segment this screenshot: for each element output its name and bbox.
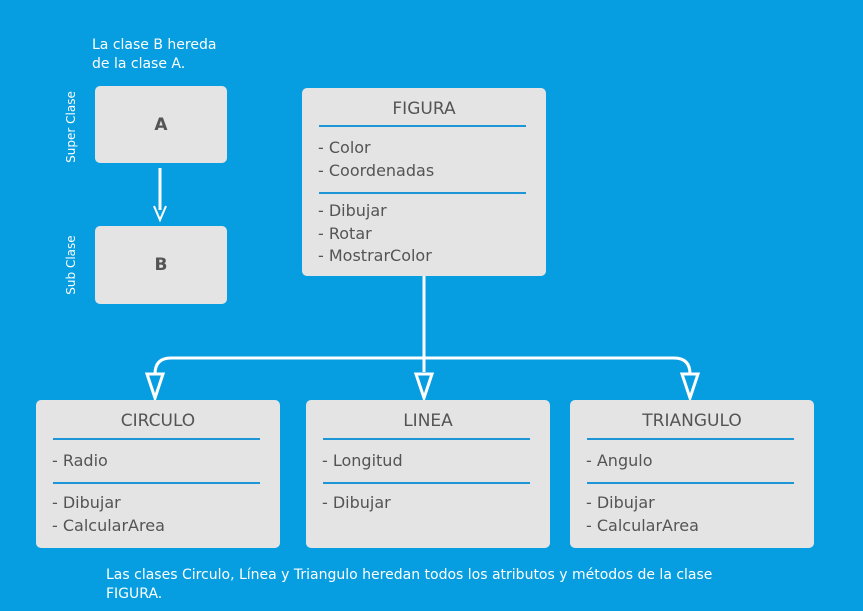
separator xyxy=(53,438,260,440)
sub-class-label: Sub Clase xyxy=(64,235,78,295)
method-item: - CalcularArea xyxy=(52,515,165,535)
class-triangulo-methods: - Dibujar - CalcularArea xyxy=(586,492,699,537)
note-line: de la clase A. xyxy=(92,56,186,72)
separator xyxy=(319,125,526,127)
inherit-arrowhead-triangulo xyxy=(679,372,701,403)
class-linea-attributes: - Longitud xyxy=(322,450,403,473)
figura-connector-branch xyxy=(153,356,692,375)
class-a-name: A xyxy=(154,114,168,135)
class-triangulo-attributes: - Angulo xyxy=(586,450,652,473)
caption-line: FIGURA. xyxy=(106,586,163,602)
method-item: - CalcularArea xyxy=(586,515,699,535)
separator xyxy=(53,482,260,484)
super-class-label: Super Clase xyxy=(64,91,78,163)
attribute-item: - Color xyxy=(318,138,371,157)
class-circulo-name: CIRCULO xyxy=(120,411,196,431)
class-circulo-methods: - Dibujar - CalcularArea xyxy=(52,492,165,537)
class-figura-methods: - Dibujar - Rotar - MostrarColor xyxy=(318,200,432,268)
method-item: - Dibujar xyxy=(586,493,655,512)
inherit-arrowhead-circulo xyxy=(144,372,166,403)
note-line: La clase B hereda xyxy=(92,37,217,53)
class-a-box: A xyxy=(95,86,227,163)
inherit-arrowhead-linea xyxy=(413,372,435,403)
attribute-item: - Angulo xyxy=(586,451,653,470)
separator xyxy=(323,482,530,484)
caption-line: Las clases Circulo, Línea y Triangulo he… xyxy=(106,567,713,583)
attribute-item: - Radio xyxy=(52,451,108,470)
class-figura-name: FIGURA xyxy=(392,99,456,119)
attribute-item: - Coordenadas xyxy=(318,160,435,180)
class-linea-name: LINEA xyxy=(403,411,453,431)
class-linea-methods: - Dibujar xyxy=(322,492,391,515)
class-triangulo-name: TRIANGULO xyxy=(642,411,742,431)
separator xyxy=(587,438,794,440)
inheritance-note: La clase B hereda de la clase A. xyxy=(92,36,216,74)
class-circulo-attributes: - Radio xyxy=(52,450,108,473)
class-b-box: B xyxy=(95,226,227,304)
class-triangulo-box: TRIANGULO - Angulo - Dibujar - CalcularA… xyxy=(570,400,814,548)
class-circulo-box: CIRCULO - Radio - Dibujar - CalcularArea xyxy=(36,400,280,548)
attribute-item: - Longitud xyxy=(322,451,403,470)
diagram-caption: Las clases Circulo, Línea y Triangulo he… xyxy=(106,566,712,604)
separator xyxy=(323,438,530,440)
class-b-name: B xyxy=(154,255,168,275)
a-to-b-arrow-head xyxy=(153,205,167,223)
separator xyxy=(587,482,794,484)
method-item: - Dibujar xyxy=(52,493,121,512)
method-item: - Dibujar xyxy=(318,201,387,220)
method-item: - Dibujar xyxy=(322,493,391,512)
method-item: - Rotar xyxy=(318,223,372,243)
class-figura-attributes: - Color - Coordenadas xyxy=(318,137,434,182)
method-item: - MostrarColor xyxy=(318,246,432,265)
class-figura-box: FIGURA - Color - Coordenadas - Dibujar -… xyxy=(302,88,546,276)
separator xyxy=(319,192,526,194)
class-linea-box: LINEA - Longitud - Dibujar xyxy=(306,400,550,548)
